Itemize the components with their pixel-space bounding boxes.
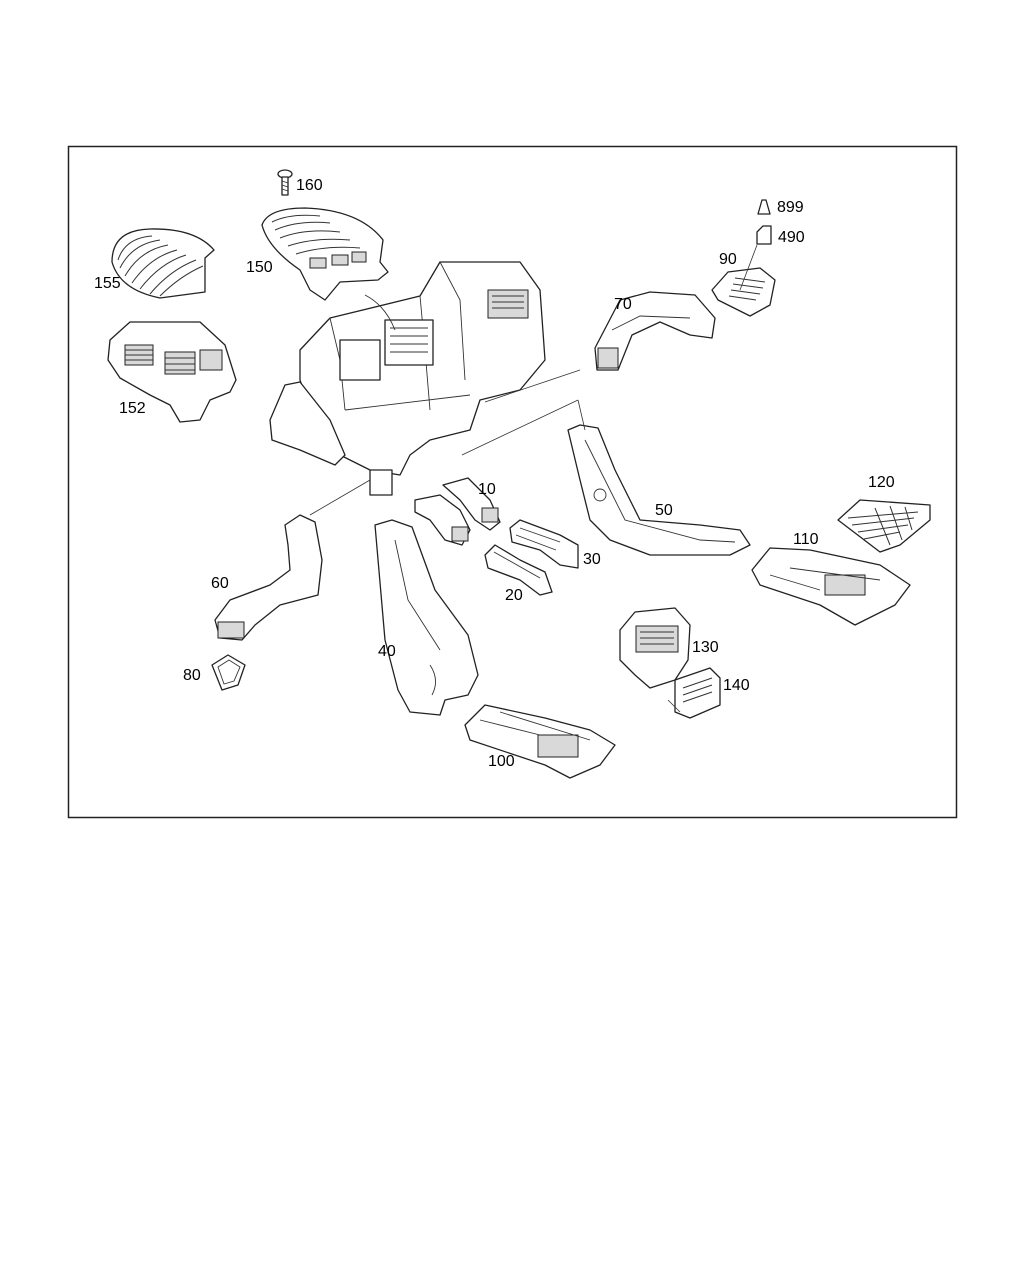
label-70: 70 [614, 296, 632, 313]
label-160: 160 [296, 177, 323, 194]
label-90: 90 [719, 251, 737, 268]
part-100-drawing [464, 704, 616, 779]
part-130-drawing [619, 607, 691, 689]
part-30-drawing [509, 519, 579, 569]
part-70-drawing [594, 291, 716, 371]
part-40-drawing [374, 519, 479, 716]
label-490: 490 [778, 229, 805, 246]
part-50-drawing [567, 424, 751, 556]
part-152-drawing [107, 321, 237, 423]
part-110-drawing [751, 547, 911, 626]
part-20-drawing [484, 544, 553, 596]
label-30: 30 [583, 551, 601, 568]
part-160-drawing [277, 169, 293, 196]
label-110: 110 [793, 531, 819, 548]
part-150-drawing [261, 207, 389, 301]
hvac-housing-drawing [269, 261, 546, 496]
part-140-drawing [674, 667, 721, 719]
part-120-drawing [837, 499, 931, 553]
part-490-drawing [756, 225, 772, 245]
part-155-drawing [111, 228, 215, 299]
part-labels: 10 20 30 40 50 60 70 80 90 100 110 120 1… [94, 177, 895, 770]
label-10: 10 [478, 481, 496, 498]
label-60: 60 [211, 575, 229, 592]
label-100: 100 [488, 753, 515, 770]
label-150: 150 [246, 259, 273, 276]
part-899-drawing [757, 199, 771, 215]
label-50: 50 [655, 502, 673, 519]
label-20: 20 [505, 587, 523, 604]
label-80: 80 [183, 667, 201, 684]
label-130: 130 [692, 639, 719, 656]
label-40: 40 [378, 643, 396, 660]
part-90-drawing [711, 267, 776, 317]
label-152: 152 [119, 400, 146, 417]
label-155: 155 [94, 275, 121, 292]
label-899: 899 [777, 199, 804, 216]
label-140: 140 [723, 677, 750, 694]
label-120: 120 [868, 474, 895, 491]
diagram-frame [67, 145, 958, 819]
part-10-drawing [414, 477, 501, 546]
part-60-drawing [214, 514, 323, 641]
leader-lines [309, 244, 758, 713]
part-80-drawing [211, 654, 246, 691]
